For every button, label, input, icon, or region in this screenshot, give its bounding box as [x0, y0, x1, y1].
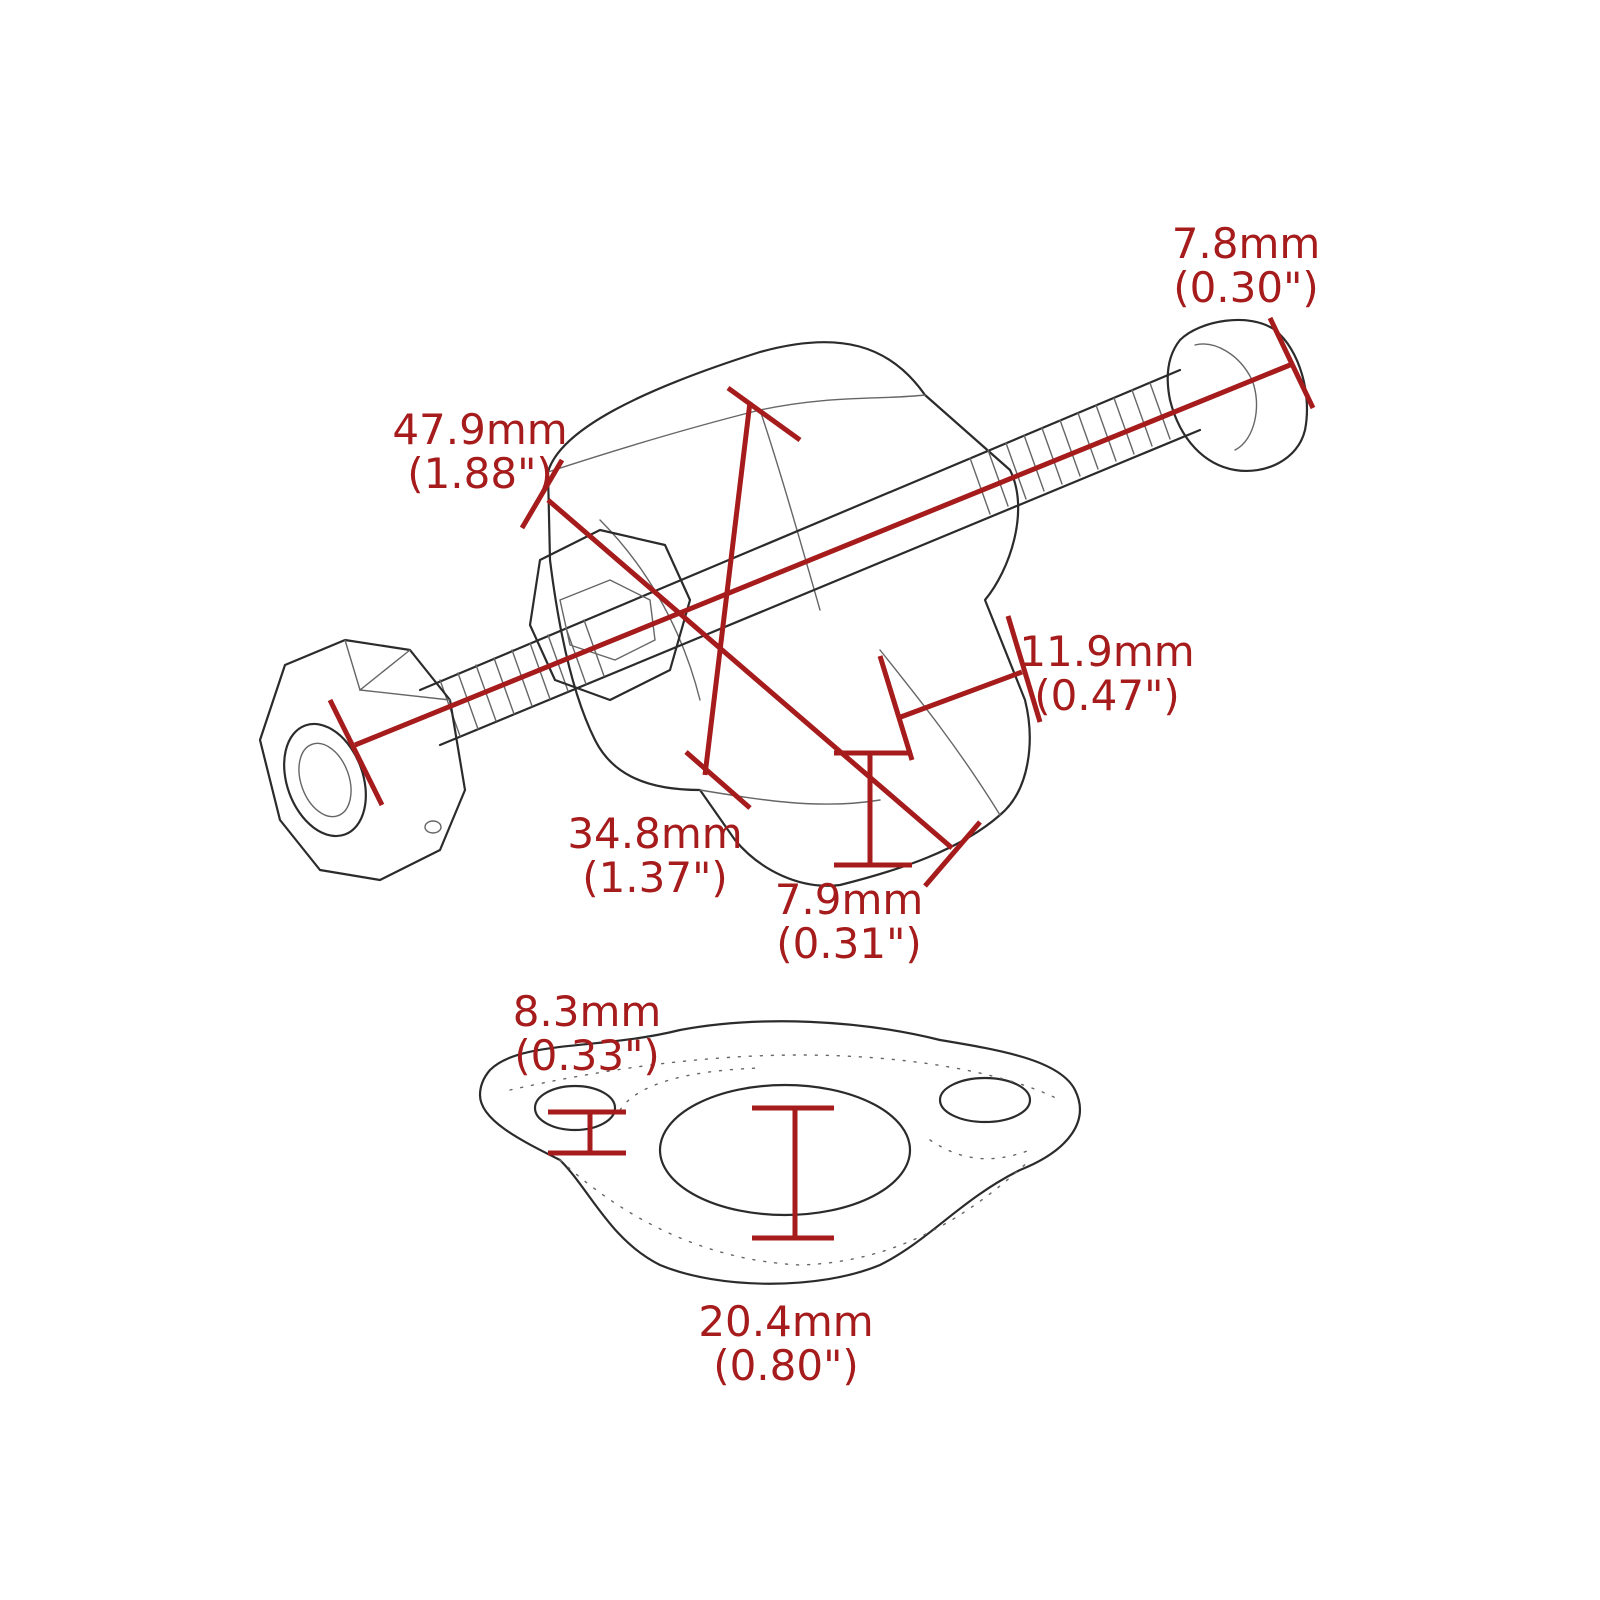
cap-nut: [258, 638, 467, 882]
dim-tick-body-width-left: [877, 655, 915, 761]
label-bolt-head-imperial: (0.30"): [1173, 263, 1319, 312]
dim-line-body-width: [897, 669, 1023, 721]
label-overall-length: 47.9mm (1.88"): [392, 408, 567, 496]
label-overall-length-imperial: (1.88"): [407, 449, 553, 498]
dim-tick-body-diagonal-bottom: [684, 750, 752, 810]
label-body-diagonal: 34.8mm (1.37"): [567, 812, 742, 900]
label-flange-thickness-imperial: (0.31"): [776, 919, 922, 968]
dim-tick-overall-length-left: [327, 698, 385, 807]
gasket-center-hole: [658, 1083, 912, 1217]
label-body-width-metric: 11.9mm: [1019, 627, 1195, 676]
gasket: [478, 1020, 1081, 1285]
label-gasket-small-hole-imperial: (0.33"): [514, 1031, 660, 1080]
label-gasket-center-hole-imperial: (0.80"): [713, 1341, 859, 1390]
dim-line-flange-diagonal: [546, 498, 954, 850]
label-overall-length-metric: 47.9mm: [392, 405, 568, 454]
label-gasket-center-hole: 20.4mm (0.80"): [698, 1300, 873, 1388]
gasket-small-hole-left: [533, 1084, 617, 1132]
dim-tick-body-width-right: [1005, 615, 1043, 723]
dim-line-overall-length: [354, 362, 1291, 748]
label-gasket-center-hole-metric: 20.4mm: [698, 1297, 874, 1346]
dim-tick-flange-diagonal-bottom: [923, 820, 982, 888]
label-bolt-head-metric: 7.8mm: [1171, 219, 1321, 268]
dim-tick-flange-diagonal-top: [519, 458, 565, 530]
label-body-diagonal-metric: 34.8mm: [567, 809, 743, 858]
tensioner-body: [546, 341, 1031, 887]
label-bolt-head: 7.8mm (0.30"): [1172, 222, 1321, 310]
dimension-lines: [327, 316, 1316, 1241]
label-body-width-imperial: (0.47"): [1034, 671, 1180, 720]
dim-line-body-diagonal: [702, 401, 753, 776]
label-gasket-small-hole-metric: 8.3mm: [512, 987, 662, 1036]
label-body-diagonal-imperial: (1.37"): [582, 853, 728, 902]
label-gasket-small-hole: 8.3mm (0.33"): [513, 990, 662, 1078]
label-flange-thickness-metric: 7.9mm: [774, 875, 924, 924]
gasket-small-hole-right: [938, 1076, 1032, 1124]
label-body-width: 11.9mm (0.47"): [1019, 630, 1194, 718]
bolt-head: [1166, 318, 1309, 473]
lock-nut: [528, 528, 692, 702]
dim-tick-body-diagonal-top: [726, 385, 802, 443]
dim-tick-bolt-head-right: [1267, 316, 1316, 410]
label-flange-thickness: 7.9mm (0.31"): [775, 878, 924, 966]
